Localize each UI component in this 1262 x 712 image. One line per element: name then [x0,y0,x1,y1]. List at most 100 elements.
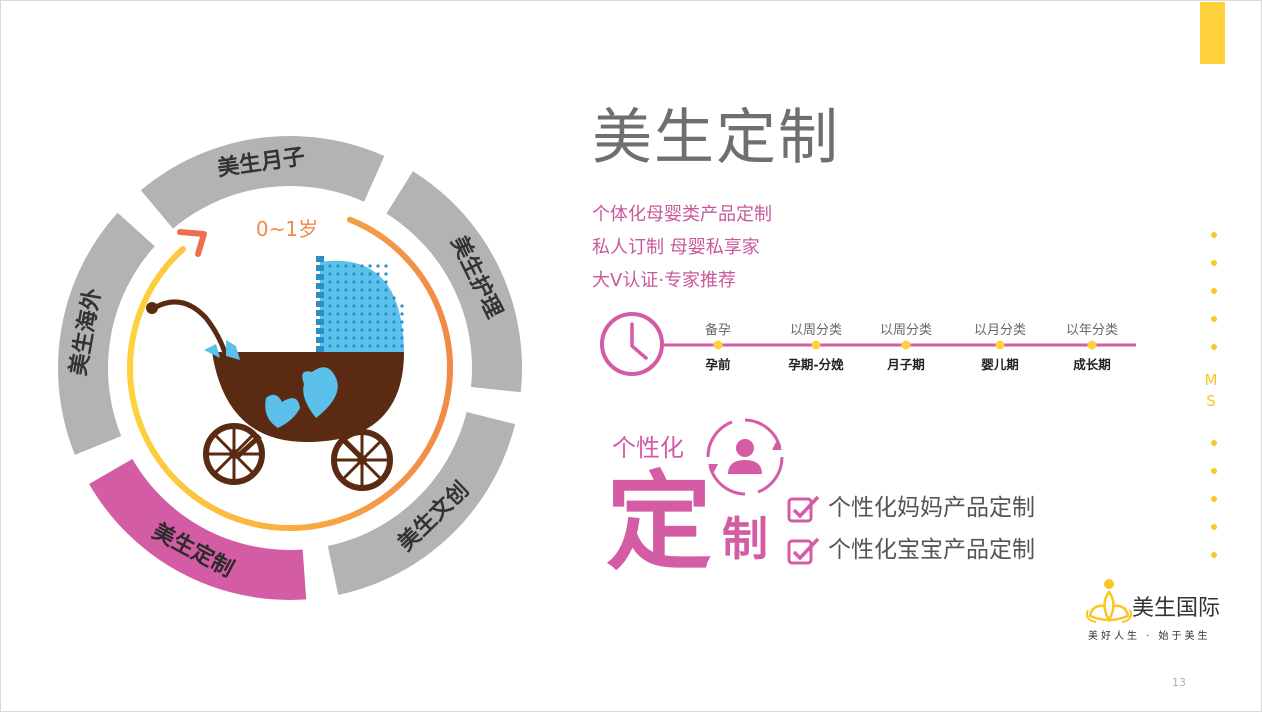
hood-dot [360,288,364,292]
hood-dot [344,264,348,268]
hood-dot [376,320,380,324]
hood-dot [392,328,396,332]
hood-dot [368,344,372,348]
clock-hands [630,322,648,360]
side-dot [1211,524,1217,530]
heart-large [302,367,338,418]
hood-dot [384,320,388,324]
bow [204,340,240,360]
hood-dot [336,296,340,300]
arc-arrow-icon [177,229,207,257]
hood-dot [368,280,372,284]
hood-dot [352,328,356,332]
hood-dot [360,312,364,316]
hood-dot [336,320,340,324]
hood-dot [360,320,364,324]
hood-dot [400,312,404,316]
hood-dot [328,304,332,308]
hood-dot [336,264,340,268]
hood-dot [376,344,380,348]
hood-dot [400,328,404,332]
side-dot [1211,552,1217,558]
hood-dot [384,312,388,316]
side-letter: S [1206,392,1216,410]
side-letter: M [1204,371,1218,389]
user-cycle-icon [706,418,784,496]
hood-dot [360,280,364,284]
side-dots [1208,232,1220,572]
hood-dot [352,288,356,292]
wheel-segment [58,212,155,455]
hood-dot [352,296,356,300]
checkbox-icon [787,495,820,523]
stroller-icon [146,256,404,491]
hood-dot [344,344,348,348]
timeline-stage-label: 婴儿期 [981,357,1019,372]
timeline-dot [995,340,1005,350]
hood-dot [384,288,388,292]
wheel-segment [89,459,307,600]
timeline-stage-label: 成长期 [1073,357,1111,372]
subtitle-2: 私人订制 母婴私享家 [592,237,760,258]
hood-dot [360,296,364,300]
side-letters: M S [1201,373,1221,415]
hood-dot [336,336,340,340]
hood-dot [344,320,348,324]
hood-dot [400,336,404,340]
subtitle-1: 个体化母婴类产品定制 [592,204,772,225]
hood-dot [328,288,332,292]
hood-dot [376,336,380,340]
hood-dot [376,312,380,316]
timeline-dot [901,340,911,350]
wheel-spoke [214,434,236,456]
hood-dot [384,296,388,300]
hood-dot [344,312,348,316]
hood-dot [344,280,348,284]
hood-dot [352,280,356,284]
hood-dot [360,264,364,268]
hood-dot [344,272,348,276]
hood-dot [384,264,388,268]
hood-dot [368,320,372,324]
side-dot [1211,232,1217,238]
page-number: 13 [1172,676,1186,689]
stroller-wheel [331,429,393,491]
side-dot [1211,468,1217,474]
hood-dot [368,296,372,300]
hood-dot [344,304,348,308]
timeline-stage-label: 月子期 [886,357,925,372]
stroller-wheel [203,423,265,485]
subtitle-3: 大V认证·专家推荐 [592,270,737,291]
lotus-logo-icon [1086,579,1132,623]
hood-dot [328,328,332,332]
page-title: 美生定制 [592,103,840,173]
hood-dot [336,280,340,284]
hood-dot [376,328,380,332]
timeline-dot [713,340,723,350]
hood-dot [368,312,372,316]
heart-small [265,394,300,428]
hood-dot [392,344,396,348]
hood-dot [344,288,348,292]
hood-dot [368,288,372,292]
small-custom-char: 制 [722,512,768,566]
wheel-segment [386,171,522,393]
hood-dot [360,328,364,332]
hood-dot [328,272,332,276]
wheel-spoke [342,458,364,480]
personalized-label: 个性化 [612,434,684,462]
hood-dot [384,336,388,340]
side-dot [1211,496,1217,502]
hood-dot [328,312,332,316]
hood-dots [328,264,404,348]
hood-dot [400,304,404,308]
wheel-spoke [232,452,254,474]
hood-dot [352,336,356,340]
hood-dot [368,264,372,268]
hood-dot [360,336,364,340]
hood-dot [384,304,388,308]
wheel-spoke [360,458,382,480]
yellow-tab [1200,2,1225,64]
hood-dot [360,304,364,308]
